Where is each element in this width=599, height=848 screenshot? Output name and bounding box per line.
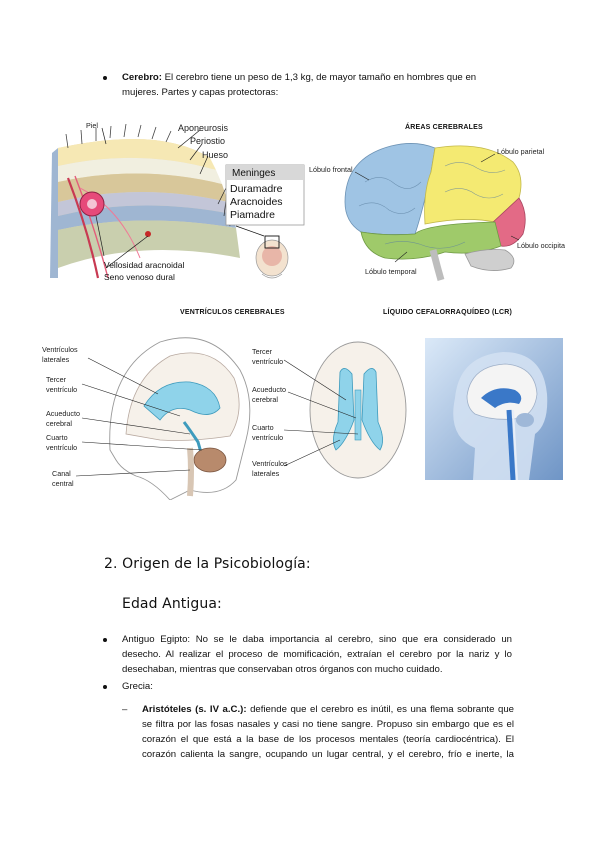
- label-parietal: Lóbulo parietal: [497, 147, 545, 156]
- aristoteles-line-2: se filtra por las fosas nasales y casi n…: [142, 719, 514, 730]
- label-canal-2: central: [52, 479, 74, 488]
- label-tercer-2: ventrículo: [46, 385, 77, 394]
- label-aponeurosis: Aponeurosis: [178, 123, 229, 133]
- meninges-figure: Piel Aponeurosis Periostio Hueso Meninge…: [50, 121, 305, 282]
- bullet-egipto: [103, 638, 107, 642]
- label-canal-1: Canal: [52, 469, 71, 478]
- cerebro-paragraph: Cerebro: El cerebro tiene un peso de 1,3…: [122, 70, 502, 100]
- dash-aristoteles: –: [122, 704, 128, 715]
- ventriculos-figure: Ventrículos laterales Tercer ventrículo …: [42, 337, 407, 500]
- label-top-tercer-1: Tercer: [252, 347, 273, 356]
- label-meninges: Meninges: [232, 168, 275, 179]
- label-duramadre: Duramadre: [230, 183, 283, 195]
- lcr-figure: [425, 338, 563, 480]
- label-laterales-1: Ventrículos: [42, 345, 78, 354]
- label-piamadre: Piamadre: [230, 209, 275, 221]
- aristoteles-paragraph: Aristóteles (s. IV a.C.): defiende que e…: [142, 702, 514, 762]
- label-top-cuarto-1: Cuarto: [252, 423, 274, 432]
- label-vellosidad: Vellosidad aracnoidal: [104, 260, 184, 270]
- cerebellum: [464, 249, 515, 271]
- label-piel: Piel: [86, 121, 98, 130]
- label-periostio: Periostio: [190, 136, 225, 146]
- label-hueso: Hueso: [202, 150, 228, 160]
- bullet-grecia: [103, 685, 107, 689]
- label-aracnoides: Aracnoides: [230, 196, 283, 208]
- ventriculos-title: VENTRÍCULOS CEREBRALES: [180, 309, 285, 316]
- lcr-title: LÍQUIDO CEFALORRAQUÍDEO (LCR): [383, 309, 513, 316]
- label-occipital: Lóbulo occipital: [517, 241, 565, 250]
- label-cuarto-2: ventrículo: [46, 443, 77, 452]
- label-laterales-2: laterales: [42, 355, 70, 364]
- label-acueducto-1: Acueducto: [46, 409, 80, 418]
- aristoteles-line-3: corazón el que está a la base de los pro…: [142, 734, 514, 745]
- section-heading: 2. Origen de la Psicobiología:: [104, 556, 311, 572]
- label-top-acueducto-2: cerebral: [252, 395, 278, 404]
- grecia-label: Grecia:: [122, 681, 153, 692]
- areas-title: ÁREAS CEREBRALES: [405, 124, 483, 131]
- areas-figure: Lóbulo frontal Lóbulo parietal Lóbulo oc…: [309, 143, 565, 281]
- section-subheading: Edad Antigua:: [122, 596, 222, 612]
- label-top-cuarto-2: ventrículo: [252, 433, 283, 442]
- label-temporal: Lóbulo temporal: [365, 267, 417, 276]
- bullet-cerebro: [103, 76, 107, 80]
- cerebro-text: El cerebro tiene un peso de 1,3 kg, de m…: [122, 72, 477, 98]
- aristoteles-line-1: Aristóteles (s. IV a.C.): defiende que e…: [142, 704, 515, 715]
- label-top-acueducto-1: Acueducto: [252, 385, 286, 394]
- label-frontal: Lóbulo frontal: [309, 165, 353, 174]
- egipto-line-3: desechaban, mientras que conservaban otr…: [122, 664, 443, 675]
- label-acueducto-2: cerebral: [46, 419, 72, 428]
- label-cuarto-1: Cuarto: [46, 433, 68, 442]
- egipto-line-1: Antiguo Egipto: No se le daba importanci…: [122, 634, 512, 645]
- label-tercer-1: Tercer: [46, 375, 67, 384]
- label-seno: Seno venoso dural: [104, 272, 175, 282]
- aristoteles-term: Aristóteles (s. IV a.C.):: [142, 704, 247, 715]
- cerebro-term: Cerebro:: [122, 72, 162, 83]
- label-top-laterales-2: laterales: [252, 469, 280, 478]
- occipital-lobe: [490, 197, 526, 247]
- aristoteles-line-4: corazón calienta la sangre, ocupando un …: [142, 749, 514, 760]
- egipto-line-2: desecho. Al realizar el proceso de momif…: [122, 649, 512, 660]
- frontal-lobe: [344, 143, 436, 236]
- label-top-tercer-2: ventrículo: [252, 357, 283, 366]
- lateral-ventricle-top: [333, 368, 355, 451]
- label-top-laterales-1: Ventrículos: [252, 459, 288, 468]
- egipto-paragraph: Antiguo Egipto: No se le daba importanci…: [122, 632, 512, 677]
